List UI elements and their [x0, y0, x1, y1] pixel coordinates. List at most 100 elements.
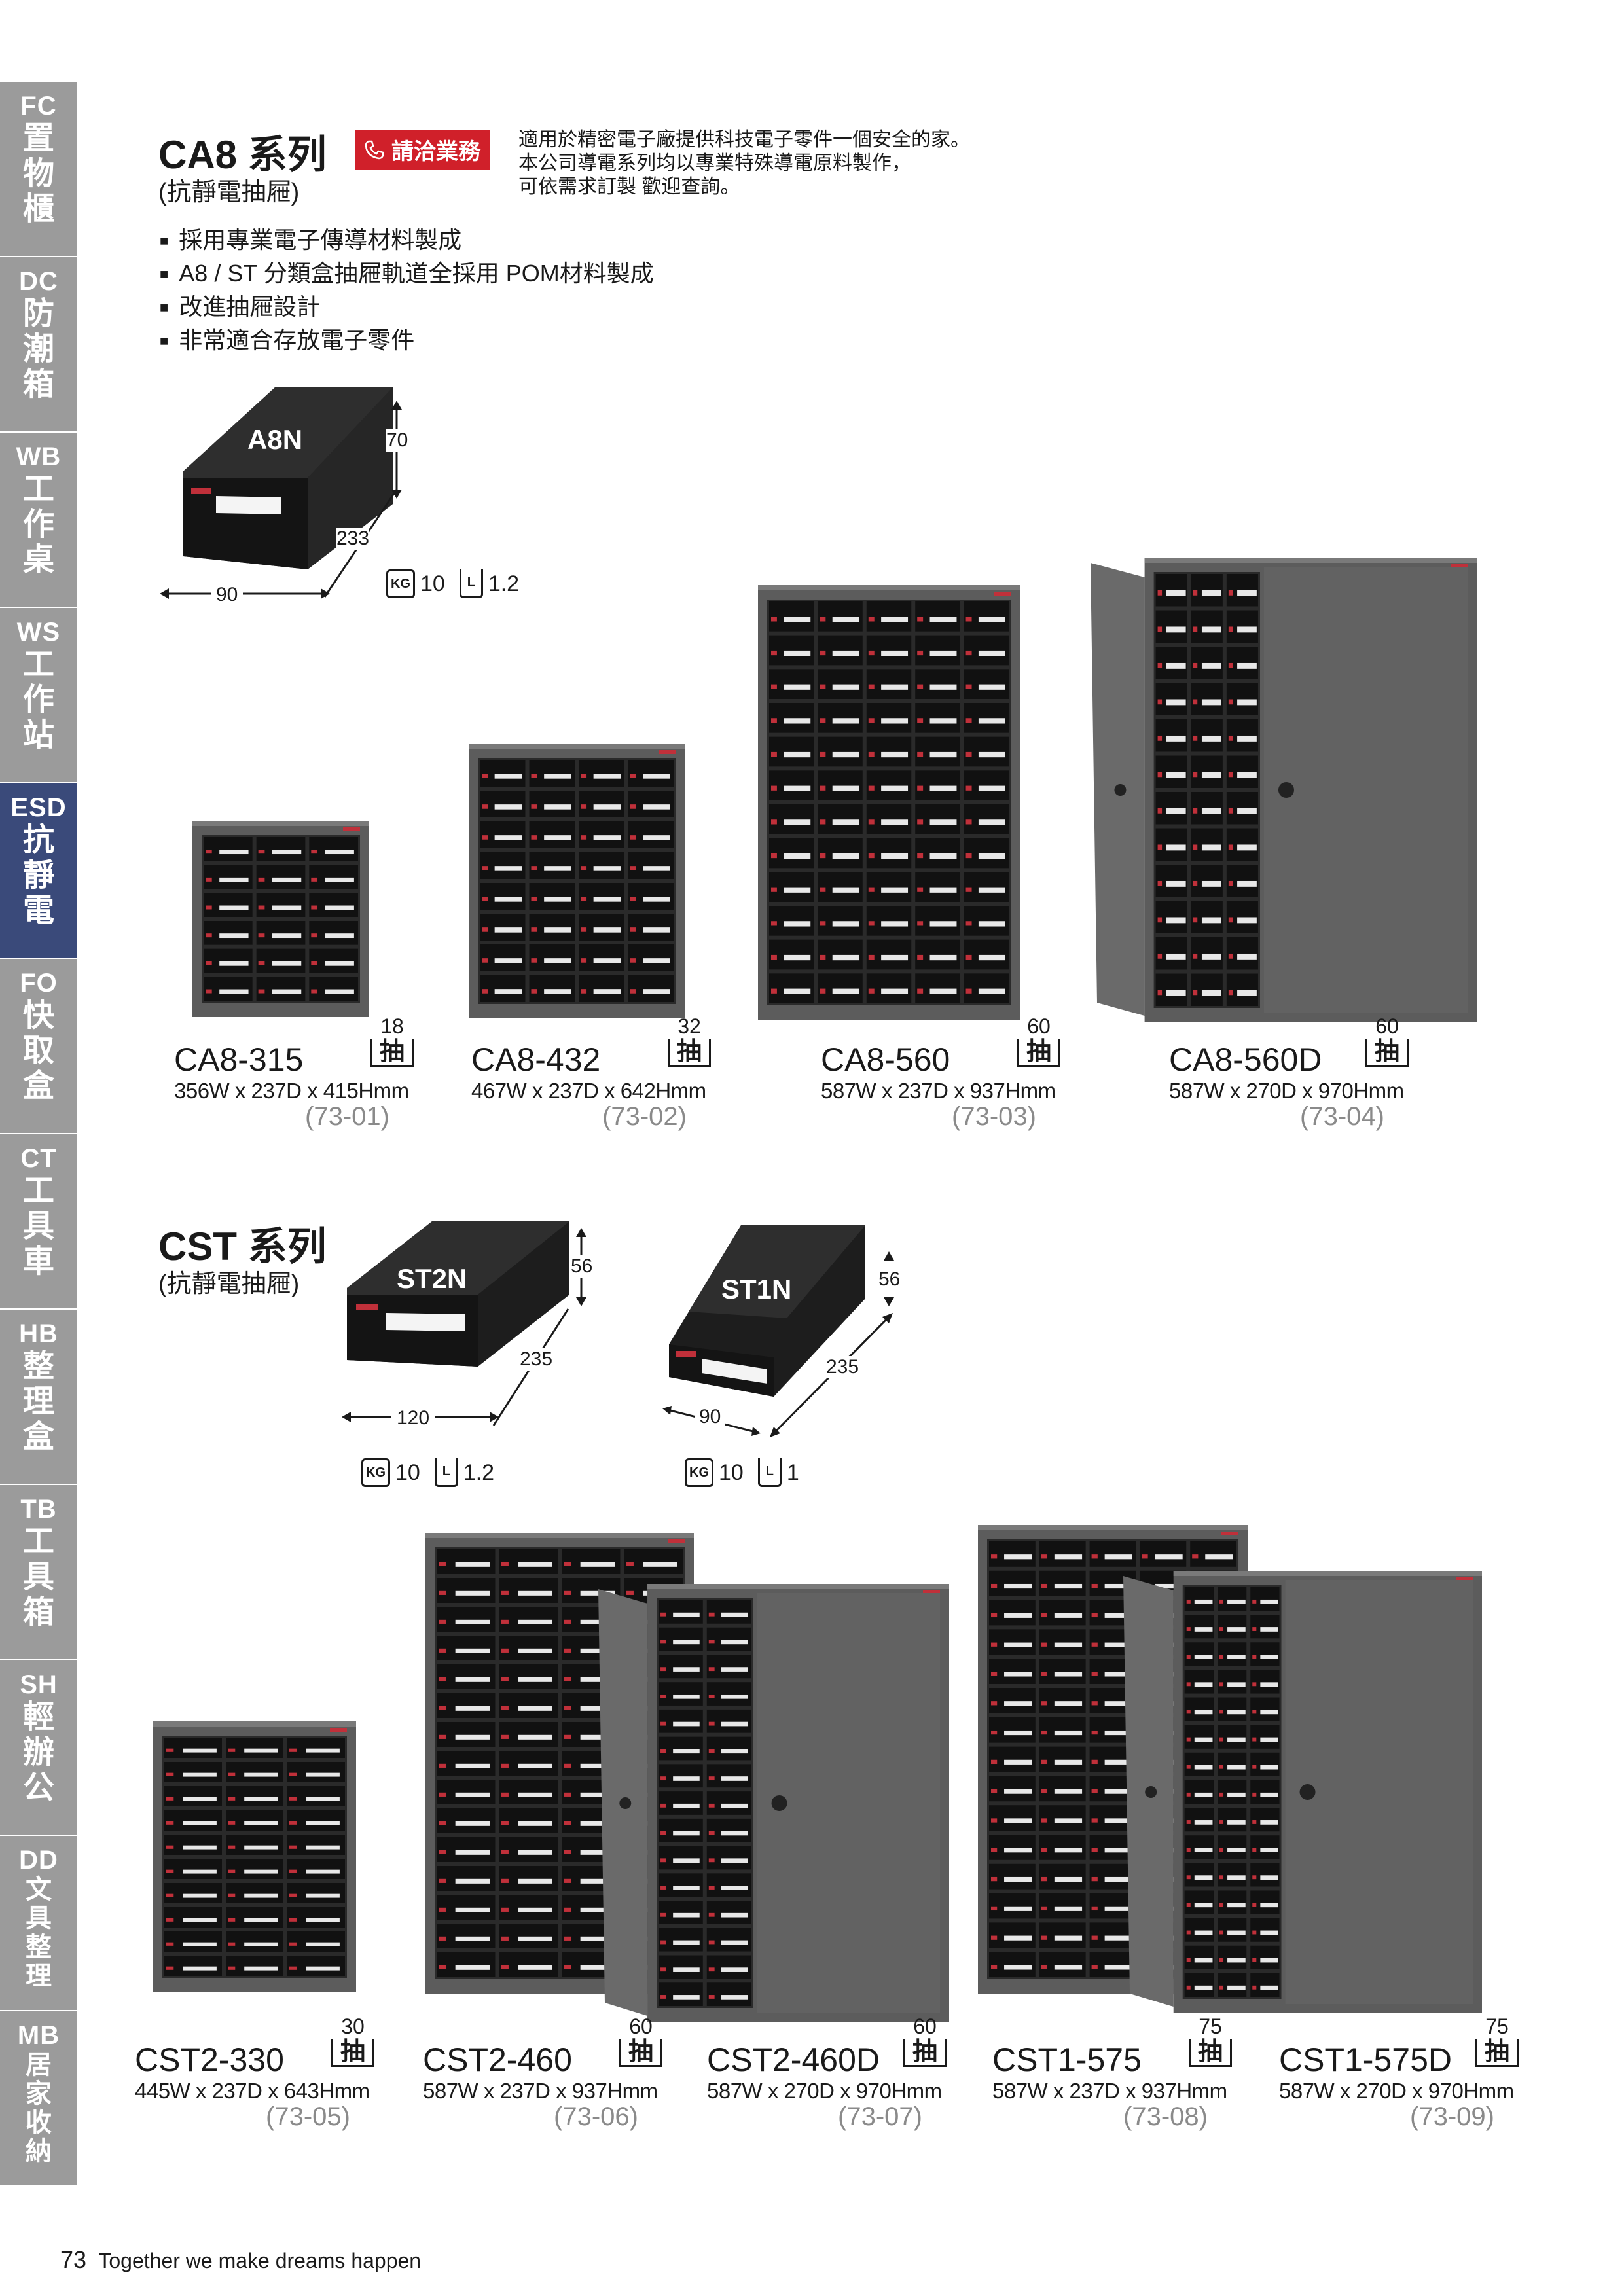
drawer [1226, 828, 1258, 861]
drawer [499, 1607, 558, 1632]
drawer-tab [868, 988, 875, 994]
drawer-label [1194, 1903, 1213, 1908]
drawer-tab [771, 751, 777, 757]
drawer [1184, 1587, 1214, 1611]
drawer-label [1201, 953, 1221, 960]
drawer-tab [708, 1640, 715, 1644]
drawer-tab [482, 866, 488, 870]
drawer-tab [708, 1858, 715, 1863]
drawer-tab [289, 1942, 297, 1946]
drawer [1226, 610, 1258, 643]
drawer-tab [531, 927, 537, 932]
drawer-tab [1228, 880, 1233, 886]
drawer [866, 601, 912, 632]
drawer-label [1237, 590, 1257, 596]
drawer-label [272, 905, 302, 910]
drawer-label [544, 927, 571, 933]
drawer-tab [626, 1562, 634, 1566]
brand-tag [659, 750, 676, 754]
drawer [256, 948, 306, 973]
drawer-tab [289, 1821, 297, 1825]
drawer-label [593, 927, 621, 933]
drawer [1039, 1835, 1086, 1860]
drawer-label [244, 1772, 278, 1777]
drawer-grid [202, 835, 360, 1003]
drawer-label [219, 989, 249, 994]
drawer [706, 1982, 751, 2006]
product-model: CA8-560 [821, 1041, 950, 1078]
drawer-tab [1186, 1930, 1191, 1935]
product-code: (73-08) [1123, 2102, 1208, 2131]
sidebar-tab-label: 輕辦公 [22, 1700, 54, 1805]
drawer-label [1201, 699, 1221, 706]
drawer [1191, 937, 1223, 970]
drawer-tab [917, 617, 924, 622]
drawer-tab [1157, 699, 1163, 705]
cabinet-top [758, 585, 1020, 590]
drawer-tab [965, 853, 972, 859]
drawer-label [593, 835, 621, 840]
feature-item: 改進抽屜設計 [160, 292, 654, 325]
drawer-tab [439, 1907, 446, 1912]
st1n-volume: 1 [786, 1460, 799, 1485]
drawer [529, 821, 575, 848]
drawer-label [978, 751, 1005, 758]
drawer [579, 852, 624, 879]
drawer-label [1194, 1848, 1213, 1852]
drawer-label [1004, 1789, 1032, 1794]
drawer [818, 635, 863, 666]
drawer-label [1054, 1672, 1083, 1677]
drawer-tab [581, 897, 587, 901]
drawer-tab [991, 1965, 998, 1969]
drawer-tab [868, 785, 875, 791]
drawer [309, 921, 358, 945]
weight-icon: KG [386, 569, 415, 598]
drawer-label [593, 897, 621, 902]
drawer-tab [708, 1694, 715, 1698]
drawer-label [1260, 1627, 1278, 1632]
drawer [659, 1736, 703, 1761]
sidebar-tab-code: MB [17, 2021, 60, 2050]
drawer-label [1227, 1737, 1246, 1742]
drawer-tab [991, 1701, 998, 1706]
drawer-tab [501, 1821, 509, 1825]
drawer-tab [1186, 1765, 1191, 1769]
drawer-tab [1228, 699, 1233, 705]
product-code: (73-06) [554, 2102, 638, 2131]
drawer [866, 804, 912, 834]
drawer [309, 865, 358, 889]
drawer [1039, 1570, 1086, 1596]
drawer-label [832, 785, 859, 791]
product-code: (73-07) [838, 2102, 922, 2131]
drawer-tab [868, 684, 875, 689]
drawer-tab [439, 1965, 446, 1969]
drawer-label [1201, 990, 1221, 996]
drawer [818, 736, 863, 767]
footer-slogan: Together we make dreams happen [98, 2249, 422, 2272]
drawer-label [455, 1562, 490, 1567]
drawer [1155, 683, 1187, 715]
drawer-label [643, 958, 670, 963]
drawer-label [1004, 1818, 1032, 1823]
drawer [1217, 1918, 1247, 1942]
drawer [1155, 973, 1187, 1006]
drawer-tab [917, 819, 924, 825]
contact-sales-badge[interactable]: 請洽業務 [355, 130, 490, 170]
drawer-label [1104, 1672, 1132, 1677]
drawer [1217, 1835, 1247, 1859]
